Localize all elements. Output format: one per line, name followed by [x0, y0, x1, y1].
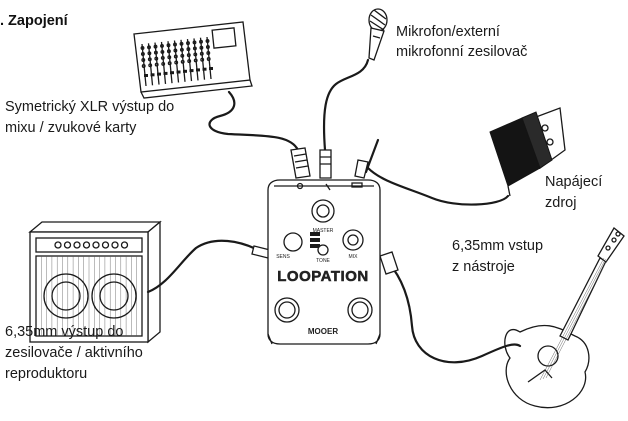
mixer-console-illustration — [133, 21, 253, 99]
amp-output-label-line-1: 6,35mm výstup do — [5, 324, 123, 340]
connector-plugs — [251, 147, 399, 275]
pedal-brand-logo: MOOER — [308, 327, 338, 336]
microphone-illustration — [368, 8, 388, 61]
xlr-output-label-line-2: mixu / zvukové karty — [5, 120, 137, 136]
section-heading: . Zapojení — [0, 13, 69, 29]
amplifier-illustration — [28, 220, 162, 344]
instrument-input-label-line-2: z nástroje — [452, 259, 515, 275]
acoustic-guitar-illustration — [504, 227, 625, 409]
mix-knob-label: MIX — [349, 254, 359, 260]
cables — [146, 58, 522, 364]
pedal-name-logo: LOOPATION — [277, 268, 368, 285]
instrument-input-label-line-1: 6,35mm vstup — [452, 238, 543, 254]
power-supply-label-line-2: zdroj — [545, 195, 576, 211]
master-knob-label: MASTER — [313, 228, 334, 234]
sens-knob-label: SENS — [276, 254, 290, 260]
microphone-label-line-2: mikrofonní zesilovač — [396, 44, 527, 60]
amp-output-label-line-3: reproduktoru — [5, 366, 87, 382]
power-supply-label-line-1: Napájecí — [545, 174, 602, 190]
xlr-output-label-line-1: Symetrický XLR výstup do — [5, 99, 174, 115]
tone-knob-label: TONE — [316, 258, 330, 264]
power-adapter-illustration — [489, 107, 566, 197]
microphone-label-line-1: Mikrofon/externí — [396, 24, 500, 40]
amp-output-label-line-2: zesilovače / aktivního — [5, 345, 143, 361]
loopation-pedal: MASTER SENS MIX TONE LOOPATION MOOER — [267, 179, 381, 345]
